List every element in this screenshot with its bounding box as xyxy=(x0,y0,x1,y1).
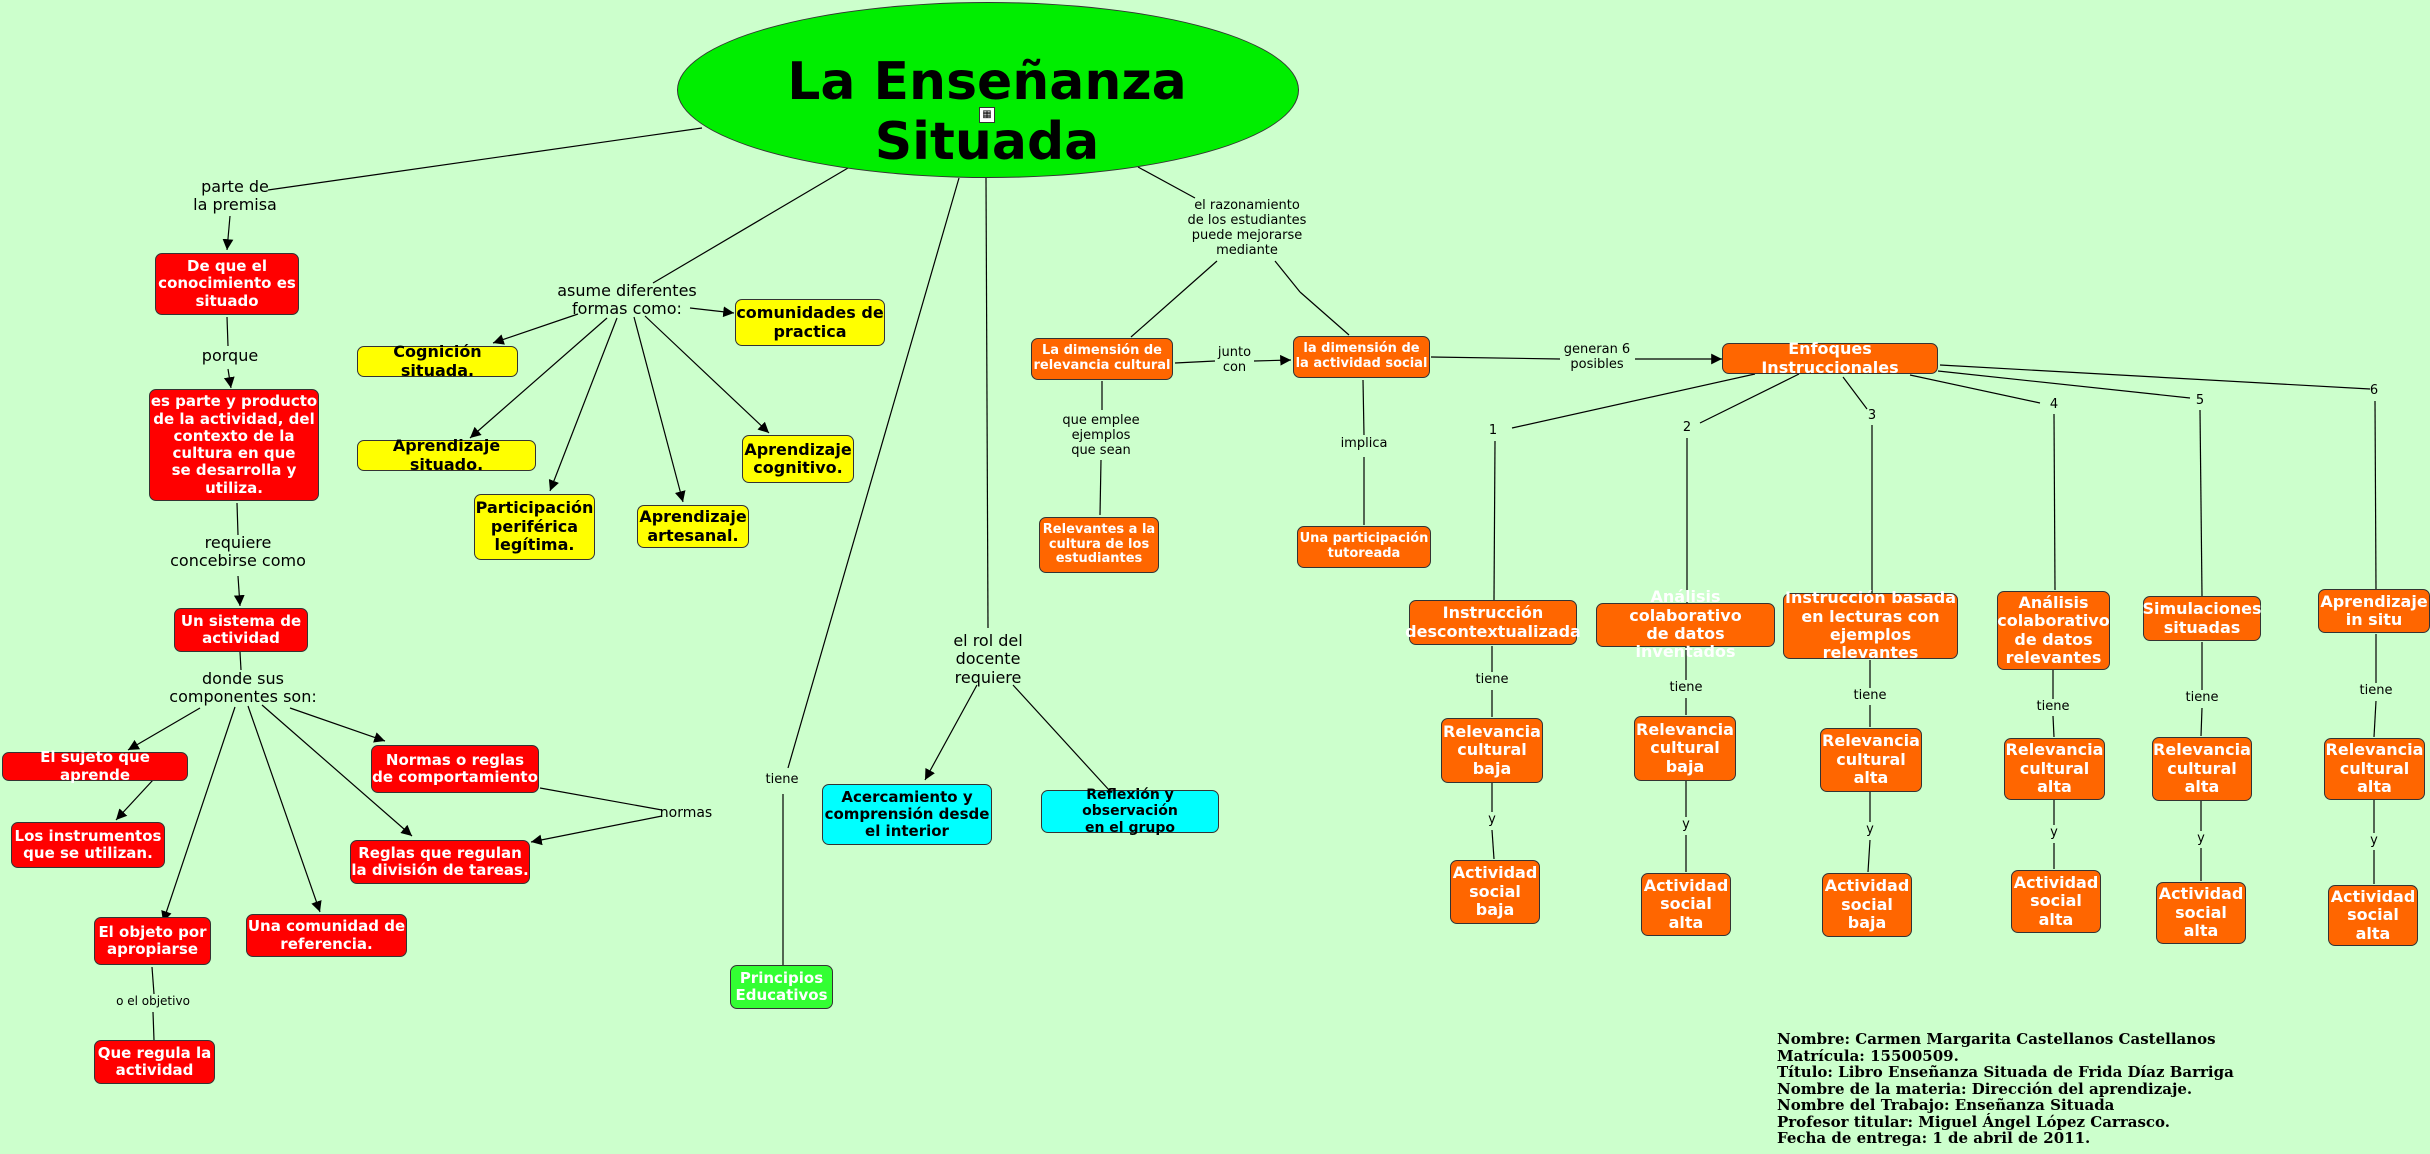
concept-objeto[interactable]: El objeto por apropiarse xyxy=(94,917,211,965)
link-num-4: 4 xyxy=(2049,397,2059,412)
link-tiene-1: tiene xyxy=(1475,672,1509,687)
relevancia-1[interactable]: Relevancia cultural baja xyxy=(1441,718,1543,783)
concept-parte-producto[interactable]: es parte y producto de la actividad, del… xyxy=(149,389,319,501)
concept-aprendizaje-cognitivo[interactable]: Aprendizaje cognitivo. xyxy=(742,435,854,483)
link-tiene-3: tiene xyxy=(1853,688,1887,703)
info-trabajo: Nombre del Trabajo: Enseñanza Situada xyxy=(1777,1096,2115,1114)
info-nombre: Nombre: Carmen Margarita Castellanos Cas… xyxy=(1777,1030,2216,1048)
info-materia: Nombre de la materia: Dirección del apre… xyxy=(1777,1079,2193,1098)
concept-instrumentos[interactable]: Los instrumentos que se utilizan. xyxy=(11,822,165,868)
concept-aprendizaje-artesanal[interactable]: Aprendizaje artesanal. xyxy=(637,505,749,548)
concept-regula-actividad[interactable]: Que regula la actividad xyxy=(94,1040,215,1084)
actividad-2[interactable]: Actividad social alta xyxy=(1641,873,1731,936)
enfoque-6[interactable]: Aprendizaje in situ xyxy=(2318,589,2430,633)
link-tiene-2: tiene xyxy=(1669,680,1703,695)
enfoque-1[interactable]: Instrucción descontextualizada xyxy=(1405,600,1581,645)
link-tiene-4: tiene xyxy=(2036,699,2070,714)
link-asume-formas: asume diferentes formas como: xyxy=(557,281,697,319)
author-info: Nombre: Carmen Margarita Castellanos Cas… xyxy=(1777,1031,2234,1147)
info-profesor: Profesor titular: Miguel Ángel López Car… xyxy=(1777,1112,2171,1131)
link-rol-docente: el rol del docente requiere xyxy=(953,631,1023,687)
relevancia-4[interactable]: Relevancia cultural alta xyxy=(2004,738,2105,800)
link-y-1: y xyxy=(1488,812,1496,827)
link-tiene-6: tiene xyxy=(2359,683,2393,698)
link-tiene: tiene xyxy=(765,772,799,787)
concept-enfoques-instruccionales[interactable]: Enfoques Instruccionales xyxy=(1722,339,1938,376)
relevancia-5[interactable]: Relevancia cultural alta xyxy=(2152,737,2252,801)
link-objetivo: o el objetivo xyxy=(116,994,190,1008)
actividad-3[interactable]: Actividad social baja xyxy=(1822,873,1912,937)
link-generan: generan 6 posibles xyxy=(1563,342,1631,372)
concept-comunidad-referencia[interactable]: Una comunidad de referencia. xyxy=(246,914,407,957)
link-porque: porque xyxy=(201,346,259,365)
link-y-3: y xyxy=(1866,822,1874,837)
concept-conocimiento-situado[interactable]: De que el conocimiento es situado xyxy=(155,253,299,315)
concept-dimension-social[interactable]: la dimensión de la actividad social xyxy=(1293,336,1430,378)
concept-normas[interactable]: Normas o reglas de comportamiento xyxy=(371,745,539,793)
enfoque-5[interactable]: Simulaciones situadas xyxy=(2142,596,2262,641)
resource-icon[interactable]: ▦ xyxy=(979,107,995,123)
link-emplee: que emplee ejemplos que sean xyxy=(1062,413,1140,458)
info-titulo: Título: Libro Enseñanza Situada de Frida… xyxy=(1777,1063,2234,1081)
enfoque-4[interactable]: Análisis colaborativo de datos relevante… xyxy=(1997,591,2110,670)
enfoque-2[interactable]: Análisis colaborativo de datos inventado… xyxy=(1596,588,1775,661)
actividad-1[interactable]: Actividad social baja xyxy=(1450,860,1540,924)
link-y-5: y xyxy=(2197,831,2205,846)
actividad-5[interactable]: Actividad social alta xyxy=(2156,882,2246,944)
concept-aprendizaje-situado[interactable]: Aprendizaje situado. xyxy=(357,436,536,473)
info-fecha: Fecha de entrega: 1 de abril de 2011. xyxy=(1777,1129,2091,1147)
concept-reglas[interactable]: Reglas que regulan la división de tareas… xyxy=(350,840,530,884)
concept-principios-educativos[interactable]: Principios Educativos xyxy=(730,965,833,1009)
title-oval xyxy=(677,2,1299,178)
link-normas: normas xyxy=(659,805,713,821)
relevancia-3[interactable]: Relevancia cultural alta xyxy=(1820,728,1922,792)
link-num-2: 2 xyxy=(1682,420,1692,435)
link-donde-componentes: donde sus componentes son: xyxy=(169,669,317,707)
link-y-4: y xyxy=(2050,825,2058,840)
relevancia-6[interactable]: Relevancia cultural alta xyxy=(2324,738,2425,800)
link-y-2: y xyxy=(1682,817,1690,832)
actividad-4[interactable]: Actividad social alta xyxy=(2011,870,2101,933)
concept-dimension-cultural[interactable]: La dimensión de relevancia cultural xyxy=(1031,338,1173,380)
link-parte-premisa: parte de la premisa xyxy=(193,177,277,215)
concept-acercamiento[interactable]: Acercamiento y comprensión desde el inte… xyxy=(822,784,992,845)
link-num-6: 6 xyxy=(2369,383,2379,398)
concept-cognicion-situada[interactable]: Cognición situada. xyxy=(357,342,518,379)
concept-participacion-tutoreada[interactable]: Una participación tutoreada xyxy=(1297,526,1431,568)
concept-participacion[interactable]: Participación periférica legítima. xyxy=(474,494,595,560)
link-num-3: 3 xyxy=(1867,408,1877,423)
link-implica: implica xyxy=(1340,436,1388,451)
relevancia-2[interactable]: Relevancia cultural baja xyxy=(1634,716,1736,781)
concept-reflexion[interactable]: Reflexión y observación en el grupo xyxy=(1041,787,1219,836)
link-y-6: y xyxy=(2370,833,2378,848)
concept-relevantes-cultura[interactable]: Relevantes a la cultura de los estudiant… xyxy=(1039,517,1159,573)
info-matricula: Matrícula: 15500509. xyxy=(1777,1046,1959,1065)
concept-sujeto[interactable]: El sujeto que aprende xyxy=(2,749,188,783)
link-num-1: 1 xyxy=(1488,423,1498,438)
page-title: La Enseñanza Situada xyxy=(787,52,1187,172)
enfoque-3[interactable]: Instrucción basada en lecturas con ejemp… xyxy=(1783,588,1958,663)
link-tiene-5: tiene xyxy=(2185,690,2219,705)
link-junto-con: junto con xyxy=(1217,345,1252,375)
link-requiere: requiere concebirse como xyxy=(170,533,306,571)
link-razonamiento: el razonamiento de los estudiantes puede… xyxy=(1187,198,1307,258)
link-num-5: 5 xyxy=(2195,393,2205,408)
concept-sistema-actividad[interactable]: Un sistema de actividad xyxy=(174,608,308,652)
concept-comunidades-practica[interactable]: comunidades de practica xyxy=(735,299,885,346)
actividad-6[interactable]: Actividad social alta xyxy=(2328,885,2418,946)
